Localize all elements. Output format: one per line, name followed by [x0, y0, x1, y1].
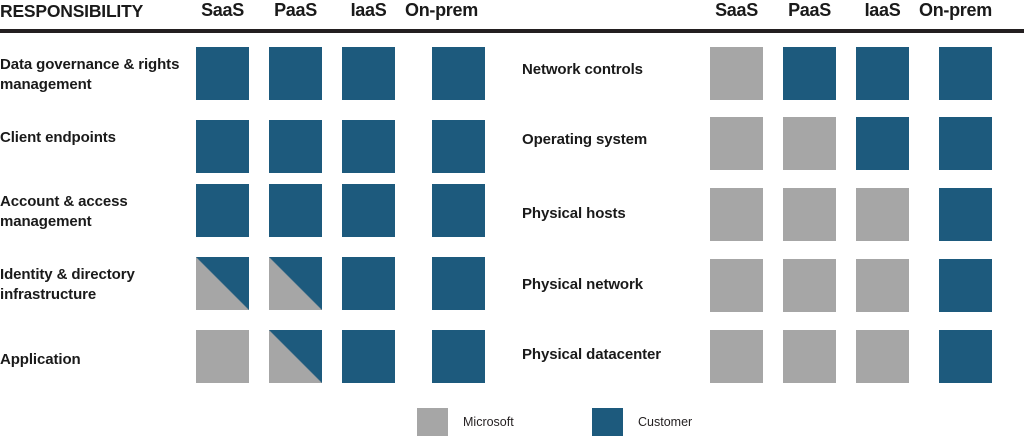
cell-client-endpoints-paas: [269, 120, 322, 173]
cell-operating-system-paas: [783, 117, 836, 170]
row-label-account-access: Account & access management: [0, 193, 128, 230]
cell-physical-network-saas: [710, 259, 763, 312]
legend-swatch-customer-icon: [592, 408, 623, 436]
cell-application-saas: [196, 330, 249, 383]
cell-network-controls-saas: [710, 47, 763, 100]
row-label-client-endpoints: Client endpoints: [0, 129, 116, 146]
cell-physical-network-onprem: [939, 259, 992, 312]
cell-network-controls-onprem: [939, 47, 992, 100]
cell-account-access-onprem: [432, 184, 485, 237]
cell-operating-system-iaas: [856, 117, 909, 170]
legend-label-microsoft: Microsoft: [463, 415, 514, 429]
cell-application-paas: [269, 330, 322, 383]
column-header-left-onprem: On-prem: [405, 0, 478, 20]
cell-network-controls-iaas: [856, 47, 909, 100]
row-label-data-governance: Data governance & rights management: [0, 56, 180, 93]
row-label-network-controls: Network controls: [522, 61, 643, 78]
row-label-identity-directory: Identity & directory infrastructure: [0, 266, 135, 303]
cell-identity-directory-onprem: [432, 257, 485, 310]
cell-physical-hosts-paas: [783, 188, 836, 241]
column-header-right-paas: PaaS: [788, 0, 831, 20]
legend-label-customer: Customer: [638, 415, 693, 429]
cell-identity-directory-paas: [269, 257, 322, 310]
cell-data-governance-paas: [269, 47, 322, 100]
cell-physical-datacenter-paas: [783, 330, 836, 383]
cell-account-access-paas: [269, 184, 322, 237]
cell-client-endpoints-saas: [196, 120, 249, 173]
cell-physical-datacenter-saas: [710, 330, 763, 383]
cell-data-governance-iaas: [342, 47, 395, 100]
cell-data-governance-onprem: [432, 47, 485, 100]
cell-identity-directory-iaas: [342, 257, 395, 310]
cell-application-iaas: [342, 330, 395, 383]
right-matrix-panel: Network controls Operating system Physic…: [512, 0, 1024, 440]
cell-operating-system-saas: [710, 117, 763, 170]
cell-client-endpoints-onprem: [432, 120, 485, 173]
cell-physical-hosts-onprem: [939, 188, 992, 241]
cell-physical-network-paas: [783, 259, 836, 312]
column-header-right-saas: SaaS: [715, 0, 758, 20]
header-divider-rule: [0, 29, 1024, 33]
row-label-application: Application: [0, 351, 81, 368]
matrix-header: RESPONSIBILITY SaaS PaaS IaaS On-prem Sa…: [0, 0, 1024, 33]
column-header-left-iaas: IaaS: [350, 0, 387, 20]
cell-operating-system-onprem: [939, 117, 992, 170]
matrix-legend: Microsoft Customer: [0, 404, 1024, 440]
row-label-physical-datacenter: Physical datacenter: [522, 346, 662, 363]
cell-physical-hosts-iaas: [856, 188, 909, 241]
cell-application-onprem: [432, 330, 485, 383]
legend-swatch-microsoft-icon: [417, 408, 448, 436]
cell-physical-hosts-saas: [710, 188, 763, 241]
cell-client-endpoints-iaas: [342, 120, 395, 173]
row-label-physical-network: Physical network: [522, 276, 643, 293]
row-label-physical-hosts: Physical hosts: [522, 205, 626, 222]
column-header-left-paas: PaaS: [274, 0, 317, 20]
page-title: RESPONSIBILITY: [0, 1, 144, 21]
cell-physical-datacenter-onprem: [939, 330, 992, 383]
cell-data-governance-saas: [196, 47, 249, 100]
cell-identity-directory-saas: [196, 257, 249, 310]
cell-account-access-saas: [196, 184, 249, 237]
cell-network-controls-paas: [783, 47, 836, 100]
left-matrix-panel: Data governance & rights management Clie…: [0, 47, 485, 383]
cell-physical-network-iaas: [856, 259, 909, 312]
column-header-right-onprem: On-prem: [919, 0, 992, 20]
column-header-right-iaas: IaaS: [864, 0, 901, 20]
column-header-left-saas: SaaS: [201, 0, 244, 20]
cell-physical-datacenter-iaas: [856, 330, 909, 383]
cell-account-access-iaas: [342, 184, 395, 237]
row-label-operating-system: Operating system: [522, 131, 648, 148]
